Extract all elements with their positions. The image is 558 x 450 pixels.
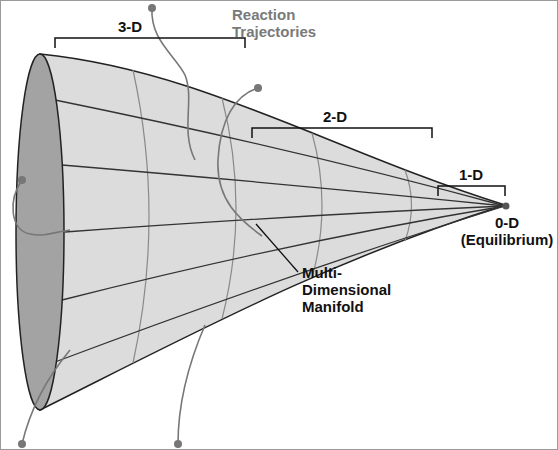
trajectory-label: Reaction Trajectories <box>232 6 332 40</box>
manifold-label: Multi-Dimensional Manifold <box>302 264 412 315</box>
dimension-label: 2-D <box>323 108 363 125</box>
dimension-label: 1-D <box>459 166 499 183</box>
dimension-label: 3-D <box>118 18 158 35</box>
equilibrium-label: 0-D (Equilibrium) <box>460 214 554 248</box>
